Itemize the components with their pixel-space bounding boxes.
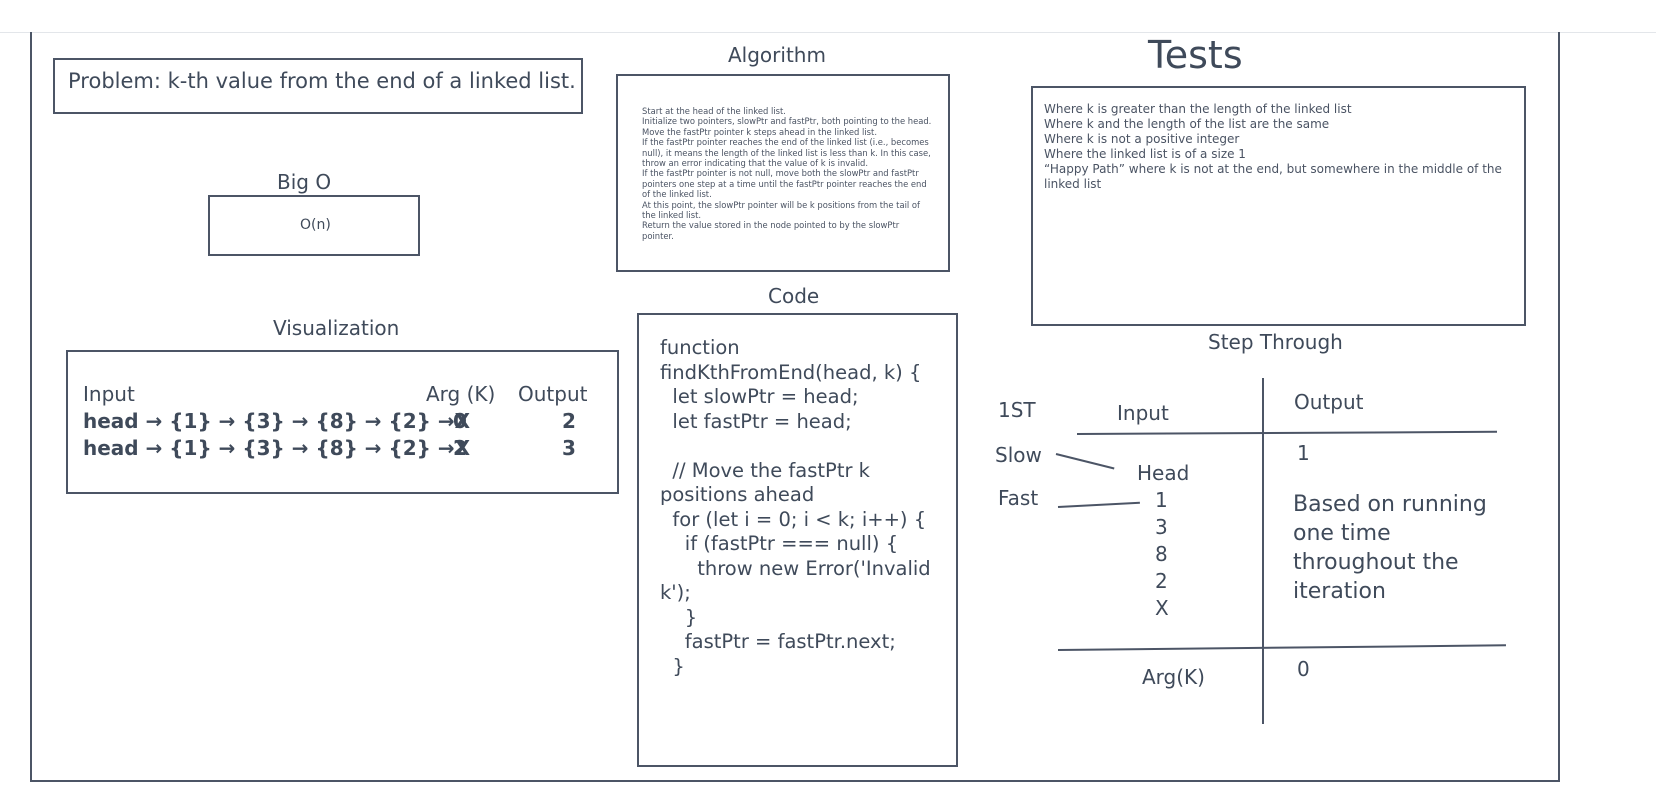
- algorithm-step: Start at the head of the linked list.: [642, 106, 786, 116]
- step-input-value: 3: [1155, 515, 1168, 539]
- step-first-label: 1ST: [998, 398, 1036, 422]
- algorithm-step: If the fastPtr pointer reaches the end o…: [642, 137, 931, 169]
- slow-pointer-label: Slow: [995, 443, 1042, 467]
- visualization-title: Visualization: [273, 316, 400, 340]
- big-o-title: Big O: [277, 170, 332, 194]
- viz-row-1-output: 2: [562, 409, 576, 433]
- step-input-value: Head: [1137, 461, 1190, 485]
- step-input-value: 1: [1155, 488, 1168, 512]
- step-divider-vertical: [1262, 378, 1264, 724]
- test-item: Where k is not a positive integer: [1044, 132, 1240, 146]
- test-item: Where the linked list is of a size 1: [1044, 147, 1246, 161]
- problem-box[interactable]: Problem: k-th value from the end of a li…: [53, 58, 583, 114]
- algorithm-step: If the fastPtr pointer is not null, move…: [642, 168, 927, 200]
- top-toolbar: [0, 0, 1656, 33]
- big-o-value: O(n): [300, 217, 331, 233]
- step-input-value: 8: [1155, 542, 1168, 566]
- code-title: Code: [768, 284, 820, 308]
- viz-row-2-arg: 2: [453, 436, 467, 460]
- algorithm-step: Initialize two pointers, slowPtr and fas…: [642, 116, 932, 127]
- code-line: }: [660, 654, 685, 678]
- code-line: // Move the fastPtr k positions ahead: [660, 458, 877, 507]
- algorithm-step: At this point, the slowPtr pointer will …: [642, 199, 920, 221]
- code-line: }: [660, 605, 698, 629]
- visualization-box[interactable]: [66, 350, 619, 494]
- algorithm-step: Move the fastPtr pointer k steps ahead i…: [642, 126, 877, 137]
- step-output-header: Output: [1294, 390, 1364, 414]
- algorithm-title: Algorithm: [728, 43, 826, 67]
- fast-pointer-label: Fast: [998, 486, 1039, 510]
- code-line: [660, 434, 935, 459]
- tests-list: Where k is greater than the length of th…: [1044, 102, 1514, 192]
- tests-box[interactable]: Where k is greater than the length of th…: [1031, 86, 1526, 326]
- algorithm-box[interactable]: Start at the head of the linked list. In…: [616, 74, 950, 272]
- viz-row-1-arg: 0: [453, 409, 467, 433]
- code-line: for (let i = 0; i < k; i++) {: [660, 507, 927, 531]
- step-arg-value: 0: [1297, 657, 1310, 681]
- step-arg-label: Arg(K): [1142, 665, 1205, 689]
- test-item: Where k and the length of the list are t…: [1044, 117, 1330, 131]
- viz-row-2-output: 3: [562, 436, 576, 460]
- code-block: function findKthFromEnd(head, k) { let s…: [660, 336, 935, 679]
- code-line: if (fastPtr === null) {: [660, 532, 899, 555]
- code-line: let slowPtr = head;: [660, 385, 859, 408]
- code-line: let fastPtr = head;: [660, 409, 852, 433]
- viz-header-output: Output: [518, 382, 588, 406]
- code-line: function findKthFromEnd(head, k) {: [660, 336, 922, 384]
- viz-header-arg: Arg (K): [426, 382, 496, 406]
- step-input-value: X: [1155, 596, 1169, 620]
- test-item: “Happy Path” where k is not at the end, …: [1044, 162, 1502, 191]
- algorithm-steps: Start at the head of the linked list. In…: [642, 106, 932, 241]
- step-note: Based on running one time throughout the…: [1293, 492, 1487, 604]
- step-through-title: Step Through: [1208, 330, 1343, 354]
- algorithm-step: Return the value stored in the node poin…: [642, 220, 900, 241]
- big-o-box[interactable]: O(n): [208, 195, 420, 256]
- code-line: fastPtr = fastPtr.next;: [660, 630, 896, 653]
- code-box[interactable]: [637, 313, 958, 767]
- test-item: Where k is greater than the length of th…: [1044, 102, 1352, 116]
- tests-title: Tests: [1148, 33, 1243, 77]
- whiteboard-frame: [30, 32, 1560, 782]
- viz-header-input: Input: [83, 382, 135, 406]
- step-input-header: Input: [1117, 401, 1169, 425]
- problem-text: Problem: k-th value from the end of a li…: [68, 69, 576, 93]
- viz-row-2-input: head → {1} → {3} → {8} → {2} →X: [83, 436, 471, 460]
- step-input-value: 2: [1155, 569, 1168, 593]
- step-output-value: 1: [1297, 441, 1310, 465]
- viz-row-1-input: head → {1} → {3} → {8} → {2} →X: [83, 409, 471, 433]
- code-line: throw new Error('Invalid k');: [660, 556, 937, 605]
